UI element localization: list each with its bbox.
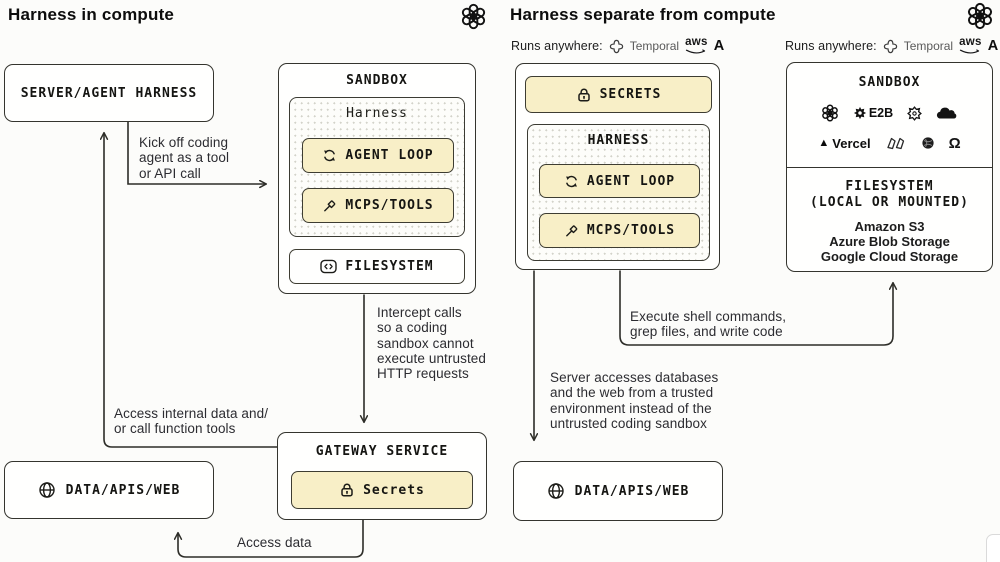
mcps-tools-label-left: MCPS/TOOLS (345, 198, 434, 213)
lock-icon (576, 87, 592, 103)
sphere-icon (921, 136, 935, 150)
runs-anywhere-row: Runs anywhere: Temporal aws A (785, 36, 998, 56)
globe-icon (547, 482, 565, 500)
server-agent-harness-box: SERVER/AGENT HARNESS (4, 64, 214, 122)
cloud-icon (936, 106, 958, 120)
mcps-tools-button-left: MCPS/TOOLS (302, 188, 454, 223)
e2b-gear-icon (853, 106, 867, 120)
sandbox-title-left: SANDBOX (346, 72, 408, 88)
server-accesses-note: Server accesses databases and the web fr… (550, 370, 719, 431)
openai-icon (460, 3, 487, 30)
gateway-service-box: GATEWAY SERVICE Secrets (277, 432, 487, 520)
runs-anywhere-row: Runs anywhere: Temporal aws A (511, 36, 724, 56)
data-apis-web-box-left: DATA/APIS/WEB (4, 461, 214, 519)
right-panel-title: Harness separate from compute (510, 5, 776, 24)
intercept-note: Intercept calls so a coding sandbox cann… (377, 305, 487, 381)
access-data-note: Access data (237, 535, 312, 550)
vercel-logo: ▲ Vercel (818, 136, 870, 151)
refresh-icon (322, 148, 337, 163)
sandbox-box-right: SANDBOX (786, 62, 993, 272)
runs-anywhere-label: Runs anywhere: (785, 39, 877, 53)
refresh-icon (564, 174, 579, 189)
temporal-icon (609, 39, 624, 54)
filesystem-box-left: FILESYSTEM (289, 249, 465, 284)
e2b-label: E2B (868, 106, 894, 120)
vercel-label: Vercel (832, 135, 871, 151)
pinwheel-gear-icon (907, 105, 923, 121)
harness-label-right: HARNESS (587, 132, 650, 148)
omega-icon: Ω (948, 134, 961, 152)
vercel-triangle-icon: ▲ (818, 136, 830, 149)
lock-icon (339, 482, 355, 498)
aws-icon: aws (959, 37, 982, 55)
data-apis-web-box-right: DATA/APIS/WEB (513, 461, 723, 521)
temporal-icon (883, 39, 898, 54)
hammer-icon (564, 223, 579, 238)
sandbox-box-left: SANDBOX Harness AGENT LOOP (278, 63, 476, 294)
sandbox-logo-row-1: E2B (787, 101, 992, 125)
access-internal-note: Access internal data and/ or call functi… (114, 406, 269, 437)
kick-off-note: Kick off coding agent as a tool or API c… (139, 135, 230, 181)
temporal-label: Temporal (903, 39, 954, 53)
secrets-label-right: SECRETS (599, 87, 662, 102)
modal-icon (885, 135, 907, 151)
filesystem-section: FILESYSTEM (LOCAL OR MOUNTED) Amazon S3 … (787, 167, 992, 272)
storage-provider: Google Cloud Storage (820, 248, 959, 264)
sandbox-logo-row-2: ▲ Vercel (787, 132, 992, 154)
gateway-service-label: GATEWAY SERVICE (315, 444, 449, 459)
harness-label-left: Harness (346, 105, 408, 121)
temporal-label: Temporal (629, 39, 680, 53)
storage-provider: Amazon S3 (854, 218, 925, 234)
server-agent-harness-label: SERVER/AGENT HARNESS (20, 85, 198, 101)
agent-loop-label-right: AGENT LOOP (586, 173, 676, 189)
corner-widget-fragment (986, 534, 1000, 562)
left-panel-title: Harness in compute (8, 5, 175, 24)
data-apis-web-label-right: DATA/APIS/WEB (574, 483, 690, 499)
code-folder-icon (320, 259, 338, 274)
openai-icon (821, 104, 839, 122)
anthropic-icon: A (713, 38, 725, 54)
secrets-button-right: SECRETS (525, 76, 712, 113)
storage-provider: Azure Blob Storage (829, 233, 950, 249)
anthropic-icon: A (987, 38, 999, 54)
sandbox-title-right: SANDBOX (858, 74, 921, 90)
filesystem-label-left: FILESYSTEM (345, 259, 434, 274)
filesystem-label-right: FILESYSTEM (LOCAL OR MOUNTED) (810, 179, 969, 211)
openai-icon (966, 2, 994, 30)
globe-icon (38, 481, 56, 499)
agent-loop-label-left: AGENT LOOP (345, 148, 434, 163)
secrets-label-left: Secrets (363, 482, 425, 498)
runs-anywhere-label: Runs anywhere: (511, 39, 603, 53)
mcps-tools-button-right: MCPS/TOOLS (539, 213, 700, 248)
harness-container-box: SECRETS HARNESS AGENT LOOP (515, 63, 720, 270)
execute-shell-note: Execute shell commands, grep files, and … (630, 309, 787, 340)
agent-loop-button-right: AGENT LOOP (539, 164, 700, 198)
hammer-icon (322, 198, 337, 213)
mcps-tools-label-right: MCPS/TOOLS (586, 223, 676, 238)
harness-dotted-area-left: Harness AGENT LOOP (289, 97, 465, 237)
data-apis-web-label-left: DATA/APIS/WEB (65, 482, 181, 498)
secrets-button-left: Secrets (291, 471, 473, 509)
agent-loop-button-left: AGENT LOOP (302, 138, 454, 173)
harness-dotted-area-right: HARNESS AGENT LOOP (527, 124, 710, 261)
aws-icon: aws (685, 37, 708, 55)
